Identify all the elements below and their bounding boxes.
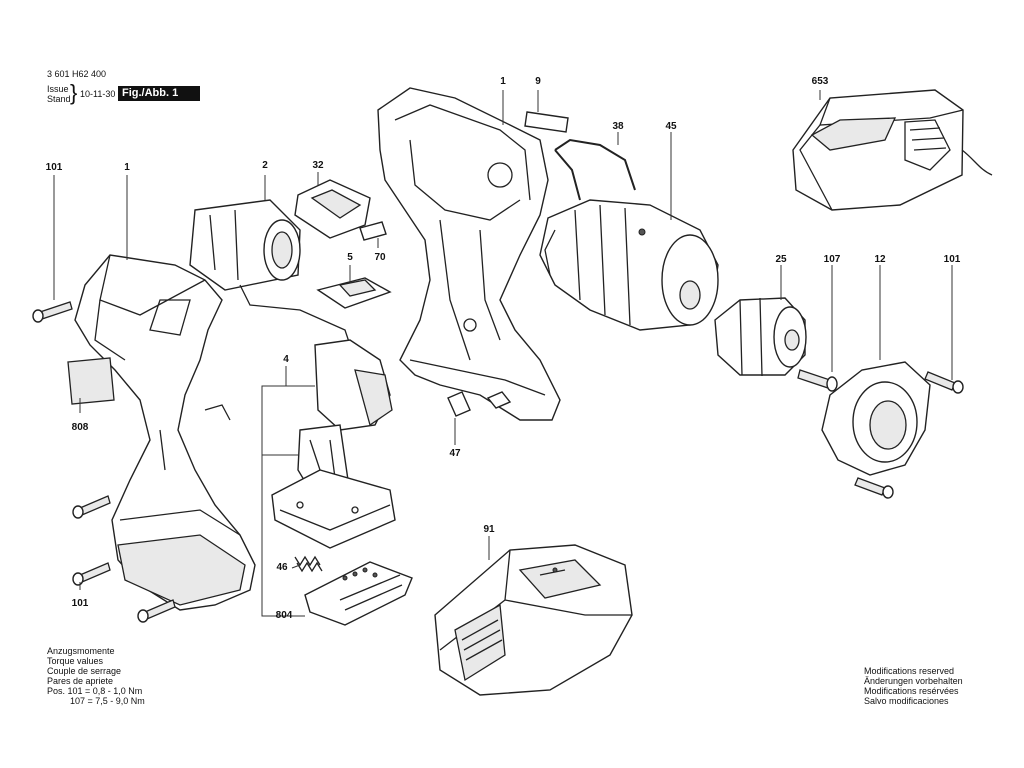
charger-part-653 [792, 89, 993, 211]
torque-line-4: Pares de apriete [47, 676, 114, 686]
clip-part-70 [359, 221, 387, 241]
screw-part-101-left [32, 301, 176, 623]
modifications-line-3: Modifications resérvées [864, 686, 959, 696]
switch-cover-part-32 [294, 179, 371, 239]
issue-date: 10-11-30 [80, 89, 116, 99]
clip-part-47 [447, 391, 512, 417]
callout-47: 47 [449, 448, 461, 459]
label-part-9 [524, 111, 569, 133]
slider-part-5 [316, 277, 392, 309]
callout-101-right: 101 [943, 254, 961, 265]
callout-2: 2 [262, 160, 268, 171]
callout-70: 70 [374, 252, 386, 263]
callout-46: 46 [276, 562, 288, 573]
torque-line-2: Torque values [47, 656, 104, 666]
board-part-804 [304, 561, 413, 626]
callout-5: 5 [347, 252, 353, 263]
issue-label: Issue [47, 84, 69, 94]
housing-right-part-1 [377, 87, 561, 421]
screw-part-107 [797, 369, 838, 392]
callout-804: 804 [275, 610, 293, 621]
callout-653: 653 [811, 76, 829, 87]
brace-glyph: } [70, 80, 78, 105]
leader-lines [53, 90, 953, 617]
callout-32: 32 [312, 160, 324, 171]
callout-91: 91 [483, 524, 495, 535]
gear-cap-part-12 [821, 361, 931, 476]
switch-part-4 [271, 339, 396, 549]
figure-label: Fig./Abb. 1 [118, 86, 200, 101]
modifications-line-1: Modifications reserved [864, 666, 955, 676]
callout-107: 107 [823, 254, 841, 265]
torque-line-3: Couple de serrage [47, 666, 122, 676]
screw-part-101-right [854, 371, 964, 499]
callout-9: 9 [535, 76, 541, 87]
torque-line-1: Anzugsmomente [47, 646, 115, 656]
callout-38: 38 [612, 121, 624, 132]
gearbox-part-45 [539, 199, 719, 331]
callout-4: 4 [283, 354, 289, 365]
torque-line-6: 107 = 7,5 - 9,0 Nm [70, 696, 145, 706]
battery-part-91 [434, 544, 633, 696]
torque-line-5: Pos. 101 = 0,8 - 1,0 Nm [47, 686, 143, 696]
callout-101-left-top: 101 [45, 162, 63, 173]
modifications-line-2: Änderungen vorbehalten [864, 676, 963, 686]
clip-part-38 [554, 138, 636, 201]
stand-label: Stand [47, 94, 71, 104]
callout-12: 12 [874, 254, 886, 265]
callout-45: 45 [665, 121, 677, 132]
callout-1-left: 1 [124, 162, 130, 173]
part-number: 3 601 H62 400 [47, 69, 107, 79]
motor-part-2 [189, 199, 351, 346]
modifications-line-4: Salvo modificaciones [864, 696, 949, 706]
chuck-part-25 [714, 297, 807, 377]
housing-left-part-1 [74, 254, 256, 611]
callout-1-top: 1 [500, 76, 506, 87]
spring-part-46 [294, 555, 323, 573]
label-part-808 [67, 357, 115, 405]
callout-25: 25 [775, 254, 787, 265]
callout-808: 808 [71, 422, 89, 433]
callout-101-left-bottom: 101 [71, 598, 89, 609]
